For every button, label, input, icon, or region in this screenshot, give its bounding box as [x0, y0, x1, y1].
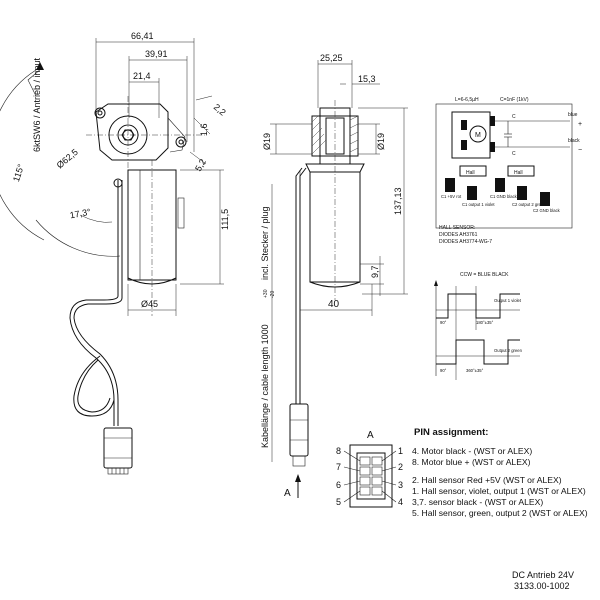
schematic-capacitance: C=1nF (1kV)	[500, 97, 529, 103]
pin-line: 8. Motor blue + (WST or ALEX)	[412, 457, 531, 467]
motor-symbol: M	[475, 132, 481, 139]
cable-tol-minus: -20	[270, 291, 276, 298]
diodes-1: DIODES AH3761	[439, 232, 478, 238]
black-sign: −	[578, 147, 582, 154]
dim-width-2: 39,91	[145, 49, 168, 59]
timing-diagram: CCW = BLUE BLACK Output 1 violet Output …	[434, 272, 523, 380]
pin-assignment-title: PIN assignment:	[414, 427, 488, 438]
pin-line: 2. Hall sensor Red +5V (WST or ALEX)	[412, 475, 562, 485]
timing-direction: CCW = BLUE BLACK	[460, 272, 509, 278]
section-arrow: A	[284, 474, 301, 499]
hall-1-label: Hall	[466, 170, 475, 176]
dim-hole-spacing: 2,2	[212, 102, 228, 118]
motor-body: Ø45 111,5	[127, 160, 230, 316]
schematic-inductance: L=6-6,5µH	[455, 97, 479, 103]
angle-small-label: 17,3°	[69, 207, 92, 221]
top-dimensions: 66,41 39,91 21,4	[95, 31, 195, 152]
side-top-dimensions: 25,25 15,3	[317, 53, 380, 108]
dim-hole-dia: 1,6	[199, 123, 209, 136]
phase-180: 180°±35°	[476, 320, 494, 325]
dim-bottom-height: 9,7	[370, 265, 380, 278]
cap-label-1: C	[512, 114, 516, 120]
black-wire-label: black	[568, 138, 580, 144]
hall-2-label: Hall	[514, 170, 523, 176]
title-line-2: 3133.00-1002	[514, 581, 570, 591]
cable-loop	[69, 180, 133, 475]
blue-wire-label: blue	[568, 112, 578, 118]
diodes-2: DIODES AH3774-WG-7	[439, 239, 492, 245]
pin-label-2: 2	[398, 462, 403, 472]
cap-label-2: C	[512, 151, 516, 157]
hall-sensor-heading: HALL SENSOR:	[439, 225, 475, 231]
wire-4-label: C2 output 2 green	[512, 202, 546, 207]
front-view: 66,41 39,91 21,4 115° 17,3° 6ktSW6 / Ant…	[0, 31, 230, 475]
schematic: L=6-6,5µH C=1nF (1kV) M C C blue + black…	[435, 97, 582, 245]
title-line-1: DC Antrieb 24V	[512, 570, 574, 580]
pin-label-6: 6	[336, 480, 341, 490]
phase-360: 360°±35°	[466, 368, 484, 373]
pin-label-1: 1	[398, 446, 403, 456]
pin-line: 5. Hall sensor, green, output 2 (WST or …	[412, 508, 588, 518]
dim-height-overall: 137,13	[393, 187, 403, 215]
gear-head: Ø62,5 2,2 1,6 5,2	[55, 95, 228, 188]
cable-length-label: Kabellänge / cable length 1000	[260, 324, 270, 448]
pin-label-8: 8	[336, 446, 341, 456]
output-2-label: Output 2 green	[494, 348, 523, 353]
title-block: DC Antrieb 24V 3133.00-1002	[512, 570, 574, 591]
output-1-label: Output 1 violet	[494, 298, 522, 303]
dim-shaft-top: 25,25	[320, 53, 343, 63]
swing-arc: 115° 17,3° 6ktSW6 / Antrieb / input	[0, 57, 121, 257]
section-label-top: A	[367, 430, 374, 441]
dim-offset: 5,2	[193, 157, 208, 173]
pin-label-7: 7	[336, 462, 341, 472]
dim-shaft-dia-left: Ø19	[262, 133, 272, 150]
connector-diagram: A 8 7 6 5 1 2 3 4	[336, 430, 403, 508]
wire-2-label: C1 output 1 violet	[462, 202, 495, 207]
blue-sign: +	[578, 121, 582, 128]
side-body: 40 9,7 137,13	[299, 107, 408, 316]
angle-swing-label: 115°	[11, 163, 26, 184]
phase-90b: 90°	[440, 368, 447, 373]
pin-line: 4. Motor black - (WST or ALEX)	[412, 446, 532, 456]
pin-label-5: 5	[336, 497, 341, 507]
pin-assignment: PIN assignment: 4. Motor black - (WST or…	[412, 427, 588, 518]
pin-line: 3,7. sensor black - (WST or ALEX)	[412, 497, 543, 507]
pin-label-4: 4	[398, 497, 403, 507]
phase-90a: 90°	[440, 320, 447, 325]
dim-width-overall: 66,41	[131, 31, 154, 41]
cable-incl-label: incl. Stecker / plug	[260, 206, 270, 280]
shaft-housing: Ø19 Ø19	[262, 100, 386, 300]
dim-shaft-right: 15,3	[358, 74, 376, 84]
pin-line: 1. Hall sensor, violet, output 1 (WST or…	[412, 486, 586, 496]
wire-5-label: C2 GND black	[533, 208, 561, 213]
wire-3-label: C1 GND black	[490, 194, 518, 199]
cable-tol-plus: +30	[263, 289, 269, 298]
pin-label-3: 3	[398, 480, 403, 490]
section-label-side: A	[284, 488, 291, 499]
dim-bolt-circle: Ø62,5	[55, 147, 80, 170]
side-view: 25,25 15,3 Ø19 Ø19 40	[260, 53, 408, 499]
dim-shaft-dia-right: Ø19	[376, 133, 386, 150]
dim-depth: 40	[328, 299, 340, 310]
wire-1-label: C1 +5V rot	[441, 194, 462, 199]
side-cable: Kabellänge / cable length 1000 +30 -20 i…	[260, 167, 309, 467]
input-label: 6ktSW6 / Antrieb / input	[32, 57, 42, 152]
dim-body-height: 111,5	[220, 209, 230, 230]
dim-width-3: 21,4	[133, 71, 151, 81]
dim-motor-dia: Ø45	[141, 299, 158, 309]
